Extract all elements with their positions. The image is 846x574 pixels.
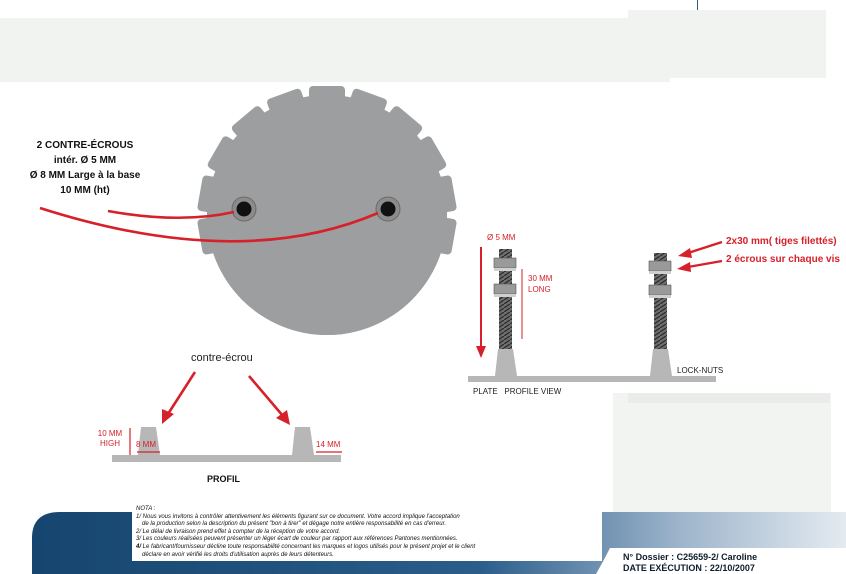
profile-view-word: PROFILE VIEW — [504, 387, 562, 396]
length-label: 30 MM LONG — [528, 273, 552, 295]
threaded-rod-left — [499, 249, 512, 349]
callout-line-3: Ø 8 MM Large à la base — [29, 170, 141, 181]
plate-label: PLATE PROFILE VIEW — [473, 387, 561, 396]
high-label-2: HIGH — [100, 439, 120, 448]
nota-line-4-num: 4/ — [136, 543, 142, 550]
contre-ecrou-label: contre-écrou — [191, 352, 253, 364]
length-label-1: 30 MM — [528, 274, 553, 283]
plate-foot-left — [495, 349, 517, 376]
high-label-1: 10 MM — [97, 429, 123, 438]
profil-nut-right — [292, 427, 314, 455]
dossier-block: N° Dossier : C25659-2/ Caroline DATE EXÉ… — [623, 552, 757, 574]
nota-line-4-text: Le fabricant/fournisseur décline toute r… — [141, 543, 476, 550]
arrow-curve-right — [39, 206, 379, 243]
rods-label: 2x30 mm( tiges filettés) — [726, 236, 837, 247]
nota-block: NOTA : 1/ Nous vous invitons à contrôler… — [136, 506, 602, 559]
callout-line-4: 10 MM (ht) — [60, 185, 110, 196]
length-label-2: LONG — [528, 285, 551, 294]
dossier-number: N° Dossier : C25659-2/ Caroline — [623, 552, 758, 562]
profil-title: PROFIL — [207, 474, 240, 484]
header-panel-left — [0, 18, 670, 82]
corner-rule — [697, 0, 698, 10]
arrow-curve-left — [107, 209, 235, 220]
plate-bar — [468, 376, 716, 382]
right-width-label: 14 MM — [316, 440, 341, 449]
nota-line-2: 2/ Le délai de livraison prend effet à c… — [136, 528, 341, 535]
diameter-label: Ø 5 MM — [487, 233, 516, 242]
execution-date: DATE EXÉCUTION : 22/10/2007 — [623, 563, 755, 573]
profil-base-plate — [112, 455, 341, 462]
base-width-label: 8 MM — [136, 440, 156, 449]
nota-line-3: 3/ Les couleurs réalisées peuvent présen… — [136, 536, 458, 543]
locknuts-label: LOCK-NUTS — [677, 366, 724, 375]
gear-hole-left — [231, 196, 257, 222]
gear-shape — [197, 86, 457, 335]
contre-ecrous-callout: 2 CONTRE-ÉCROUS intér. Ø 5 MM Ø 8 MM Lar… — [6, 138, 164, 198]
side-panel-right-top — [628, 393, 830, 403]
gear-hole-right — [375, 196, 401, 222]
nota-line-4: 4/ Le fabricant/fournisseur décline tout… — [136, 544, 602, 552]
side-panel-right — [613, 393, 831, 521]
nuts-label: 2 écrous sur chaque vis — [726, 254, 840, 265]
callout-line-1: 2 CONTRE-ÉCROUS — [36, 140, 134, 151]
high-label: 10 MM HIGH — [92, 429, 128, 449]
header-panel-right — [628, 10, 826, 78]
nota-line-1b: de la production selon la description du… — [142, 521, 447, 528]
nota-line-1: 1/ Nous vous invitons à contrôler attent… — [136, 513, 460, 520]
nota-title: NOTA : — [136, 506, 156, 512]
nota-box — [132, 505, 602, 561]
nota-line-4b: déclare en avoir vérifié les droits d'ut… — [142, 551, 334, 558]
plate-word: PLATE — [473, 387, 498, 396]
plate-foot-right — [650, 349, 672, 376]
profil-nut-left — [138, 427, 160, 455]
callout-line-2: intér. Ø 5 MM — [53, 155, 117, 166]
threaded-rod-right — [654, 253, 667, 349]
